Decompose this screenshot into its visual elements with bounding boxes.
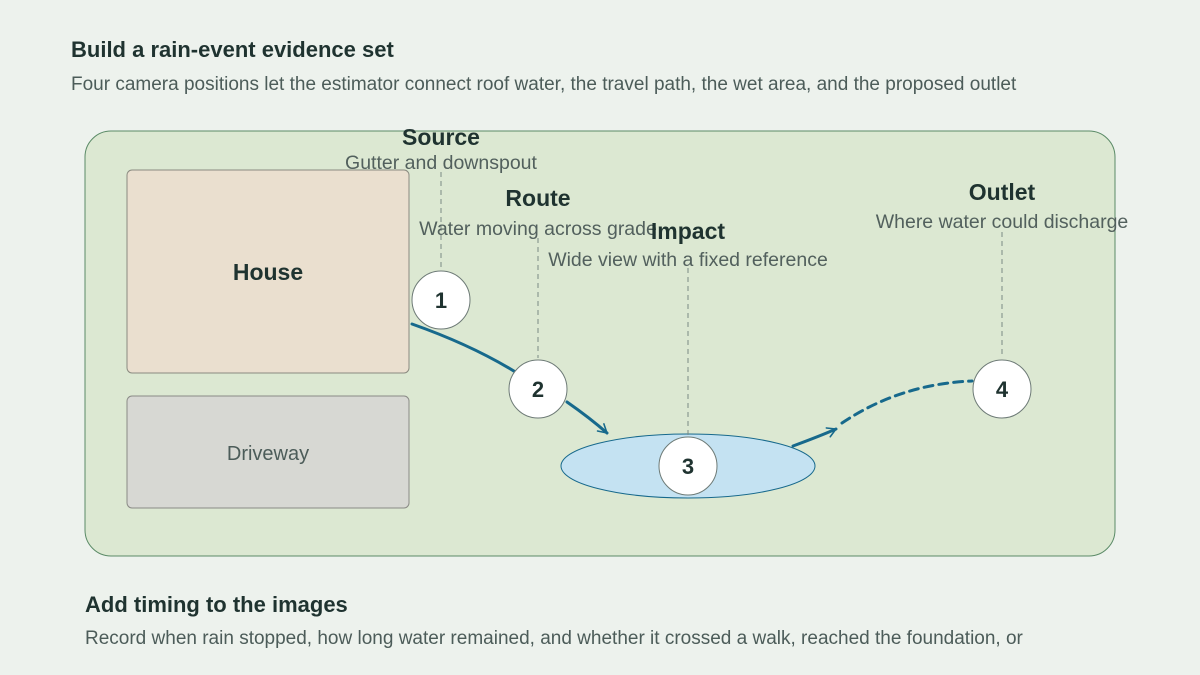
section-description-timing: Record when rain stopped, how long water… [85, 628, 1023, 649]
section-description-evidence: Four camera positions let the estimator … [71, 74, 1017, 95]
camera-marker-number: 2 [532, 377, 544, 402]
house-label: House [233, 259, 303, 285]
camera-marker-2[interactable]: 2 [508, 359, 568, 419]
callout-subtitle-impact: Wide view with a fixed reference [548, 249, 828, 271]
callout-subtitle-source: Gutter and downspout [345, 152, 537, 174]
callout-title-impact: Impact [651, 218, 725, 244]
camera-marker-4[interactable]: 4 [972, 359, 1032, 419]
driveway-footprint [126, 395, 410, 509]
camera-marker-1[interactable]: 1 [411, 270, 471, 330]
driveway-label: Driveway [227, 443, 309, 465]
camera-marker-number: 4 [996, 377, 1009, 402]
section-title-timing: Add timing to the images [85, 592, 348, 617]
callout-title-outlet: Outlet [969, 179, 1036, 205]
flow-path-route-to-wet-area [565, 400, 609, 435]
flow-path-wet-area-to-outlet [791, 427, 838, 448]
callout-subtitle-outlet: Where water could discharge [876, 211, 1129, 233]
section-title-evidence: Build a rain-event evidence set [71, 37, 394, 62]
camera-marker-number: 1 [435, 288, 447, 313]
callout-title-source: Source [402, 124, 480, 150]
camera-marker-3[interactable]: 3 [658, 436, 718, 496]
callout-subtitle-route: Water moving across grade [419, 218, 657, 240]
callout-title-route: Route [505, 185, 570, 211]
camera-marker-number: 3 [682, 454, 694, 479]
house-footprint [126, 169, 410, 374]
proposed-outlet-path [840, 379, 974, 425]
